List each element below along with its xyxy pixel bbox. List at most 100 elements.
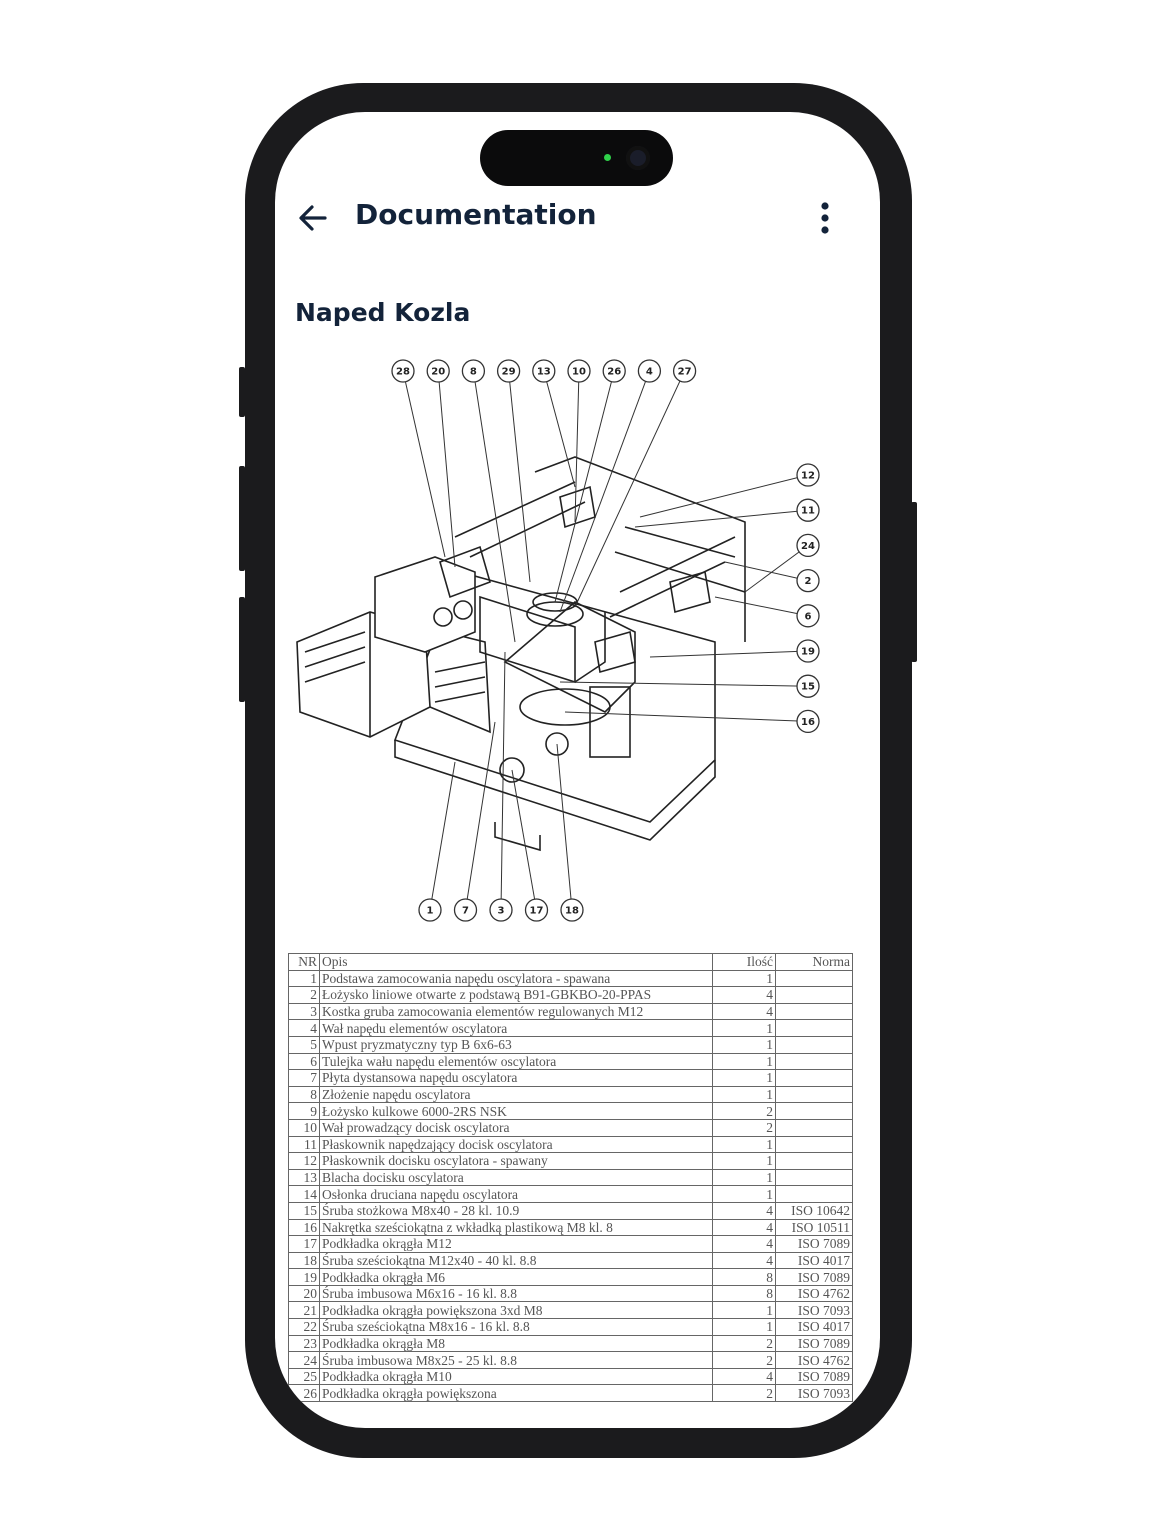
callout-label: 27 (678, 367, 692, 378)
cell-ilosc: 8 (712, 1284, 776, 1303)
action-button (239, 367, 245, 417)
callout-label: 26 (607, 367, 621, 378)
cell-ilosc: 4 (712, 1201, 776, 1220)
callout-circle (796, 709, 820, 734)
cell-opis: Tulejka wału napędu elementów oscylatora (319, 1052, 713, 1071)
volume-down-button (239, 597, 245, 702)
cell-opis: Podkładka okrągła powiększona (319, 1384, 713, 1403)
cell-norma (775, 1035, 853, 1054)
callout-label: 3 (498, 906, 505, 917)
cell-norma (775, 1135, 853, 1154)
cell-opis: Śruba sześciokątna M8x16 - 16 kl. 8.8 (319, 1318, 713, 1336)
cell-norma: ISO 10511 (775, 1218, 853, 1237)
callout-label: 18 (565, 906, 579, 917)
callout-label: 11 (801, 506, 815, 517)
callout-circle (418, 898, 442, 922)
cell-norma (775, 969, 853, 988)
cell-opis: Łożysko liniowe otwarte z podstawą B91-G… (319, 986, 713, 1004)
callout-circle (796, 639, 820, 663)
back-button[interactable] (295, 200, 331, 236)
screen: Documentation Naped Kozla (275, 112, 880, 1428)
cell-opis: Śruba stożkowa M8x40 - 28 kl. 10.9 (319, 1201, 713, 1220)
callout-label: 2 (805, 576, 812, 587)
callout-label: 20 (431, 367, 445, 378)
leader-line (402, 370, 446, 558)
header-ilosc: Ilość (712, 953, 776, 971)
cell-norma (775, 1002, 853, 1021)
cell-norma: ISO 7089 (775, 1367, 853, 1386)
header-opis: Opis (319, 953, 713, 971)
camera-icon (626, 146, 650, 170)
callout-label: 29 (502, 367, 516, 378)
leader-line (543, 370, 576, 488)
app-bar: Documentation (275, 192, 880, 244)
more-options-button[interactable] (811, 200, 839, 236)
cell-ilosc: 1 (712, 1152, 776, 1170)
cell-norma: ISO 4762 (775, 1284, 853, 1303)
cell-ilosc: 1 (712, 1185, 776, 1203)
cell-opis: Wał napędu elementów oscylatora (319, 1019, 713, 1037)
cell-nr: 2 (288, 986, 320, 1004)
leader-line (437, 370, 456, 568)
cell-norma: ISO 7093 (775, 1301, 853, 1320)
cell-ilosc: 1 (712, 1069, 776, 1087)
cell-norma: ISO 10642 (775, 1201, 853, 1220)
cell-nr: 21 (288, 1301, 320, 1320)
header-nr: NR (288, 953, 320, 971)
cell-nr: 13 (288, 1168, 320, 1187)
callout-circle (560, 898, 584, 922)
cell-ilosc: 4 (712, 1235, 776, 1253)
cell-norma: ISO 4017 (775, 1318, 853, 1336)
cell-ilosc: 2 (712, 1334, 776, 1353)
callout-circle (524, 898, 549, 922)
cell-nr: 16 (288, 1218, 320, 1237)
cell-nr: 10 (288, 1118, 320, 1137)
callout-circle (496, 359, 521, 383)
cell-nr: 19 (288, 1268, 320, 1286)
callout-circle (796, 463, 820, 487)
machine-sketch (296, 456, 746, 852)
cell-opis: Złożenie napędu oscylatora (319, 1085, 713, 1104)
cell-norma: ISO 7089 (775, 1235, 853, 1253)
callout-circle (796, 498, 820, 522)
leader-line (559, 681, 809, 687)
cell-norma: ISO 7089 (775, 1268, 853, 1286)
cell-ilosc: 1 (712, 1019, 776, 1037)
camera-indicator-icon (604, 154, 611, 161)
leader-line (429, 761, 456, 911)
cell-nr: 22 (288, 1318, 320, 1336)
cell-opis: Płyta dystansowa napędu oscylatora (319, 1069, 713, 1087)
leader-line (639, 474, 809, 518)
callout-circle (796, 604, 820, 628)
callout-label: 13 (537, 367, 551, 378)
callout-circle (796, 533, 820, 558)
cell-opis: Śruba sześciokątna M12x40 - 40 kl. 8.8 (319, 1251, 713, 1270)
cell-norma: ISO 4017 (775, 1251, 853, 1270)
callout-label: 8 (470, 367, 477, 378)
more-vertical-icon (821, 202, 829, 234)
callout-label: 17 (530, 906, 544, 917)
cell-nr: 8 (288, 1085, 320, 1104)
leader-line (724, 561, 809, 582)
cell-ilosc: 2 (712, 1384, 776, 1403)
leader-line (649, 650, 809, 658)
cell-norma: ISO 7093 (775, 1384, 853, 1403)
volume-up-button (239, 466, 245, 571)
cell-nr: 18 (288, 1251, 320, 1270)
cell-ilosc: 1 (712, 1168, 776, 1187)
callout-label: 12 (801, 471, 815, 482)
